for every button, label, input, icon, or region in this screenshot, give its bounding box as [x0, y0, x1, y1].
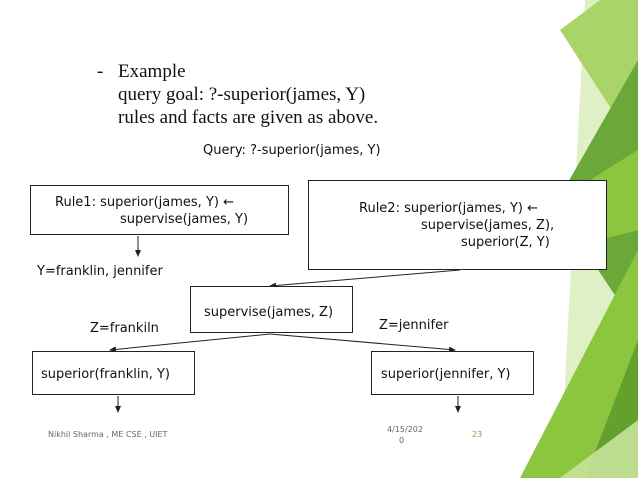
arrow-supervise-to-jennifer — [269, 333, 456, 353]
rule2-body-supervise: supervise(james, Z), — [421, 218, 555, 233]
footer-page-number: 23 — [472, 430, 483, 439]
intro-dash: - — [97, 61, 104, 82]
superior-franklin-box: superior(franklin, Y) — [32, 351, 195, 395]
intro-line-rules-facts: rules and facts are given as above. — [118, 107, 379, 128]
superior-jennifer-label: superior(jennifer, Y) — [381, 367, 511, 382]
superior-franklin-label: superior(franklin, Y) — [41, 367, 170, 382]
rule2-body-superior: superior(Z, Y) — [461, 235, 550, 250]
arrow-supervise-to-franklin — [109, 333, 271, 353]
intro-line-example: Example — [118, 61, 186, 82]
intro-line-query-goal: query goal: ?-superior(james, Y) — [118, 84, 366, 105]
footer-date-line2: 0 — [399, 436, 405, 445]
z-franklin-label: Z=frankiln — [90, 321, 159, 336]
intro-lines: Example query goal: ?-superior(james, Y)… — [118, 60, 378, 129]
z-jennifer-label: Z=jennifer — [379, 318, 449, 333]
rule1-head: Rule1: superior(james, Y) ← — [55, 195, 234, 210]
superior-jennifer-box: superior(jennifer, Y) — [371, 351, 534, 395]
rule1-box: Rule1: superior(james, Y) ← supervise(ja… — [30, 185, 289, 235]
rule2-box: Rule2: superior(james, Y) ← supervise(ja… — [308, 180, 607, 270]
arrow-rule2-to-supervise — [269, 269, 461, 289]
supervise-z-box: supervise(james, Z) — [190, 286, 353, 333]
deco-bottom-light — [560, 420, 638, 478]
footer-date-line1: 4/15/202 — [387, 425, 423, 434]
supervise-z-label: supervise(james, Z) — [204, 305, 334, 320]
footer-author: Nikhil Sharma , ME CSE , UIET — [48, 430, 168, 439]
rule1-body: supervise(james, Y) — [120, 212, 249, 227]
rule2-head: Rule2: superior(james, Y) ← — [359, 201, 538, 216]
y-binding-label: Y=franklin, jennifer — [37, 264, 163, 279]
query-title: Query: ?-superior(james, Y) — [203, 143, 381, 158]
